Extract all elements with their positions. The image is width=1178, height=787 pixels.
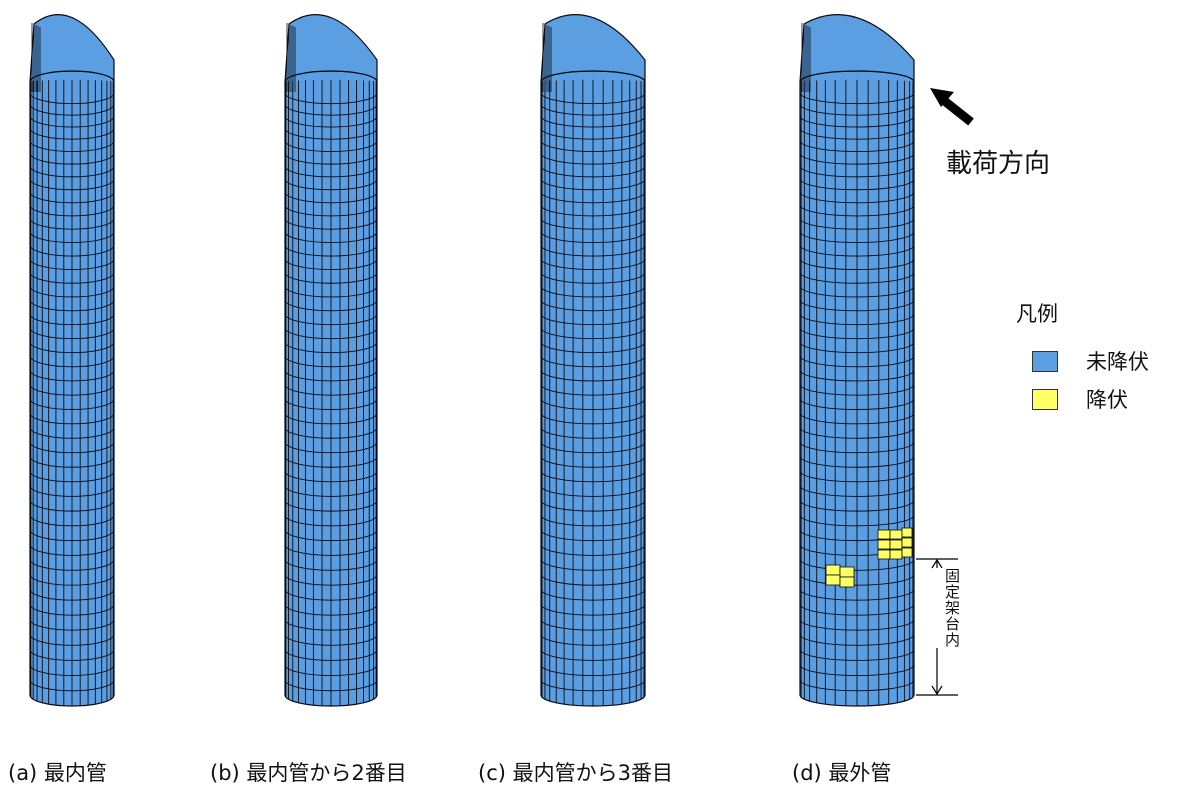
legend-swatch-yielded <box>1032 388 1058 410</box>
legend-label-unyielded: 未降伏 <box>1086 350 1149 374</box>
caption-b: (b) 最内管から2番目 <box>210 761 407 785</box>
legend-item-yielded: 降伏 <box>1032 384 1128 414</box>
load-direction-label: 載荷方向 <box>946 149 1051 179</box>
pipe-b <box>284 14 378 707</box>
legend-item-unyielded: 未降伏 <box>1032 346 1149 376</box>
legend-swatch-unyielded <box>1032 350 1058 372</box>
legend-label-yielded: 降伏 <box>1086 388 1128 412</box>
pipe-a <box>29 14 115 707</box>
fixed-region-label: 固定架台内 <box>934 568 962 648</box>
legend-title: 凡例 <box>1016 302 1058 326</box>
caption-d: (d) 最外管 <box>792 761 892 785</box>
pipe-c <box>540 14 646 707</box>
caption-a: (a) 最内管 <box>8 761 107 785</box>
arrow-up-left-icon <box>930 88 974 126</box>
pipe-d <box>799 14 915 707</box>
caption-c: (c) 最内管から3番目 <box>478 761 673 785</box>
